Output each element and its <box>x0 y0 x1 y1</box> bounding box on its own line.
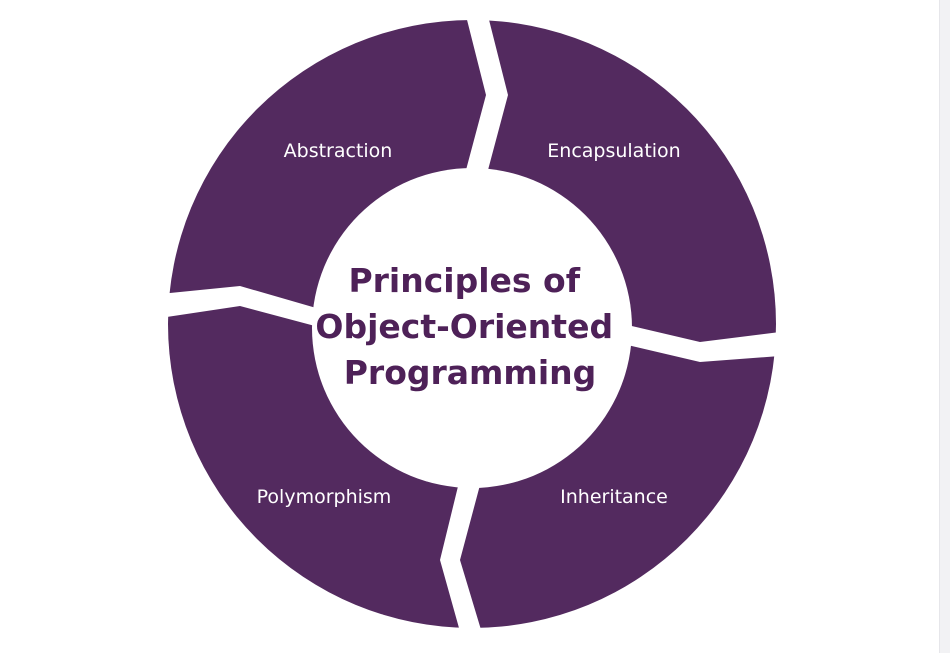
label-inheritance: Inheritance <box>560 486 668 508</box>
center-hub <box>312 168 632 488</box>
title-line-2: Object-Oriented <box>315 307 613 346</box>
title-line-1: Principles of <box>348 261 580 300</box>
diagram-title: Principles of Object-Oriented Programmin… <box>315 261 624 392</box>
window-edge-strip <box>939 0 950 653</box>
label-encapsulation: Encapsulation <box>547 140 680 162</box>
label-abstraction: Abstraction <box>284 140 393 162</box>
title-line-3: Programming <box>344 353 597 392</box>
label-polymorphism: Polymorphism <box>257 486 392 508</box>
